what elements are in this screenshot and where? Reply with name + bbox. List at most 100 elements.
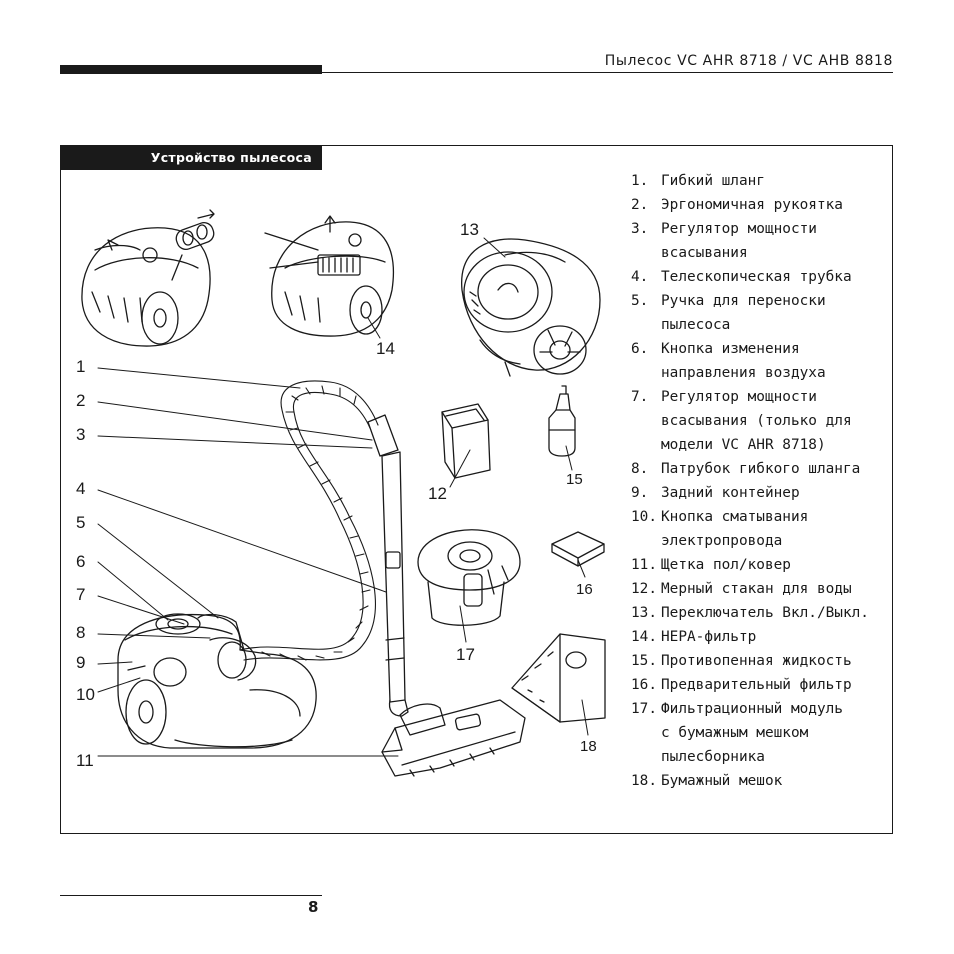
parts-list-text: Ручка для переноски — [661, 293, 826, 309]
parts-list-text: Предварительный фильтр — [661, 677, 852, 693]
parts-list-text: модели VC AHR 8718) — [661, 437, 826, 453]
measuring-cup-illustration — [441, 403, 491, 479]
callout-9: 9 — [76, 653, 85, 672]
vacuum-open-rear-illustration — [81, 209, 215, 347]
floor-brush-illustration — [381, 699, 526, 777]
footer-rule — [60, 895, 322, 896]
callout-labels: 1 2 3 4 5 6 7 8 9 10 11 12 13 14 15 16 1… — [76, 220, 597, 770]
parts-list-number — [631, 241, 661, 265]
parts-list-number: 3. — [631, 221, 649, 237]
callout-18: 18 — [580, 738, 597, 755]
parts-list-text: Регулятор мощности — [661, 389, 817, 405]
parts-list-text: Кнопка сматывания — [661, 509, 809, 525]
paper-bag-illustration — [511, 633, 606, 723]
parts-list-number: 8. — [631, 461, 649, 477]
parts-list-number — [631, 361, 661, 385]
parts-list-text: Щетка пол/ковер — [661, 557, 791, 573]
callout-14: 14 — [376, 339, 395, 358]
parts-list-text: всасывания — [661, 245, 748, 261]
parts-list-text: Телескопическая трубка — [661, 269, 852, 285]
parts-list-text: пылесборника — [661, 749, 765, 765]
parts-list-number: 17. — [631, 701, 657, 717]
callout-2: 2 — [76, 391, 85, 410]
parts-list-item: с бумажным мешком — [631, 721, 889, 745]
parts-list-number: 7. — [631, 389, 649, 405]
callout-5: 5 — [76, 513, 85, 532]
header-title: Пылесос VC AHR 8718 / VC AHB 8818 — [604, 53, 893, 69]
parts-list-text: пылесоса — [661, 317, 731, 333]
parts-list-item: 17.Фильтрационный модуль — [631, 697, 889, 721]
parts-list-item: 15.Противопенная жидкость — [631, 649, 889, 673]
parts-list-item: 16.Предварительный фильтр — [631, 673, 889, 697]
parts-list-item: 18.Бумажный мешок — [631, 769, 889, 793]
parts-list-number: 14. — [631, 629, 657, 645]
parts-list-item: 8.Патрубок гибкого шланга — [631, 457, 889, 481]
parts-list-text: Переключатель Вкл./Выкл. — [661, 605, 869, 621]
parts-list-number — [631, 721, 661, 745]
parts-list-number: 11. — [631, 557, 657, 573]
callout-11: 11 — [76, 751, 94, 770]
callout-4: 4 — [76, 479, 85, 498]
parts-list-number — [631, 529, 661, 553]
callout-10: 10 — [76, 685, 95, 704]
parts-list-text: Гибкий шланг — [661, 173, 765, 189]
parts-list-number: 5. — [631, 293, 649, 309]
parts-list-number — [631, 433, 661, 457]
parts-list-number: 1. — [631, 173, 649, 189]
parts-list-number: 9. — [631, 485, 649, 501]
callout-12: 12 — [428, 484, 447, 503]
parts-list-item: 6. Кнопка изменения — [631, 337, 889, 361]
parts-list-text: с бумажным мешком — [661, 725, 809, 741]
parts-list-item: электропровода — [631, 529, 889, 553]
parts-list-item: 11.Щетка пол/ковер — [631, 553, 889, 577]
parts-list-number: 2. — [631, 197, 649, 213]
page-number: 8 — [308, 898, 319, 916]
parts-list-text: Фильтрационный модуль — [661, 701, 843, 717]
parts-list-number: 10. — [631, 509, 657, 525]
parts-list-item: 2.Эргономичная рукоятка — [631, 193, 889, 217]
parts-list-number: 18. — [631, 773, 657, 789]
parts-list-item: 14.HEPA-фильтр — [631, 625, 889, 649]
parts-list-item: 1. Гибкий шланг — [631, 169, 889, 193]
parts-list-text: Бумажный мешок — [661, 773, 783, 789]
vacuum-hepa-filter-illustration — [264, 215, 395, 337]
parts-list-number — [631, 313, 661, 337]
callout-6: 6 — [76, 552, 85, 571]
hose-illustration — [239, 380, 379, 661]
parts-list-number: 4. — [631, 269, 649, 285]
parts-list-item: 3.Регулятор мощности — [631, 217, 889, 241]
parts-list-text: всасывания (только для — [661, 413, 852, 429]
callout-3: 3 — [76, 425, 85, 444]
parts-list-item: модели VC AHR 8718) — [631, 433, 889, 457]
parts-list-item: пылесборника — [631, 745, 889, 769]
vacuum-body-illustration — [117, 613, 317, 749]
parts-list-item: 12.Мерный стакан для воды — [631, 577, 889, 601]
parts-list-text: Противопенная жидкость — [661, 653, 852, 669]
callout-15: 15 — [566, 471, 583, 488]
callout-17: 17 — [456, 645, 475, 664]
parts-list-text: электропровода — [661, 533, 783, 549]
parts-list-number: 16. — [631, 677, 657, 693]
vacuum-cleaner-illustration: 1 2 3 4 5 6 7 8 9 10 11 12 13 14 15 16 1… — [76, 209, 606, 777]
callout-8: 8 — [76, 623, 85, 642]
callout-leader-lines — [97, 237, 589, 757]
vacuum-front-illustration — [461, 238, 601, 377]
section-title: Устройство пылесоса — [60, 145, 322, 170]
tube-illustration — [367, 414, 409, 717]
parts-list-text: Кнопка изменения — [661, 341, 800, 357]
parts-list-number: 13. — [631, 605, 657, 621]
content-frame — [60, 145, 893, 834]
parts-list-number: 6. — [631, 341, 649, 357]
parts-list-number — [631, 409, 661, 433]
parts-list-text: Задний контейнер — [661, 485, 800, 501]
parts-list-item: 5. Ручка для переноски — [631, 289, 889, 313]
parts-list-number: 15. — [631, 653, 657, 669]
parts-list-item: 7. Регулятор мощности — [631, 385, 889, 409]
filter-module-illustration — [417, 529, 521, 626]
parts-list-number — [631, 745, 661, 769]
parts-list-item: 9. Задний контейнер — [631, 481, 889, 505]
header-rule-thin — [322, 72, 893, 73]
parts-list-text: Мерный стакан для воды — [661, 581, 852, 597]
callout-13: 13 — [460, 220, 479, 239]
callout-1: 1 — [76, 357, 85, 376]
